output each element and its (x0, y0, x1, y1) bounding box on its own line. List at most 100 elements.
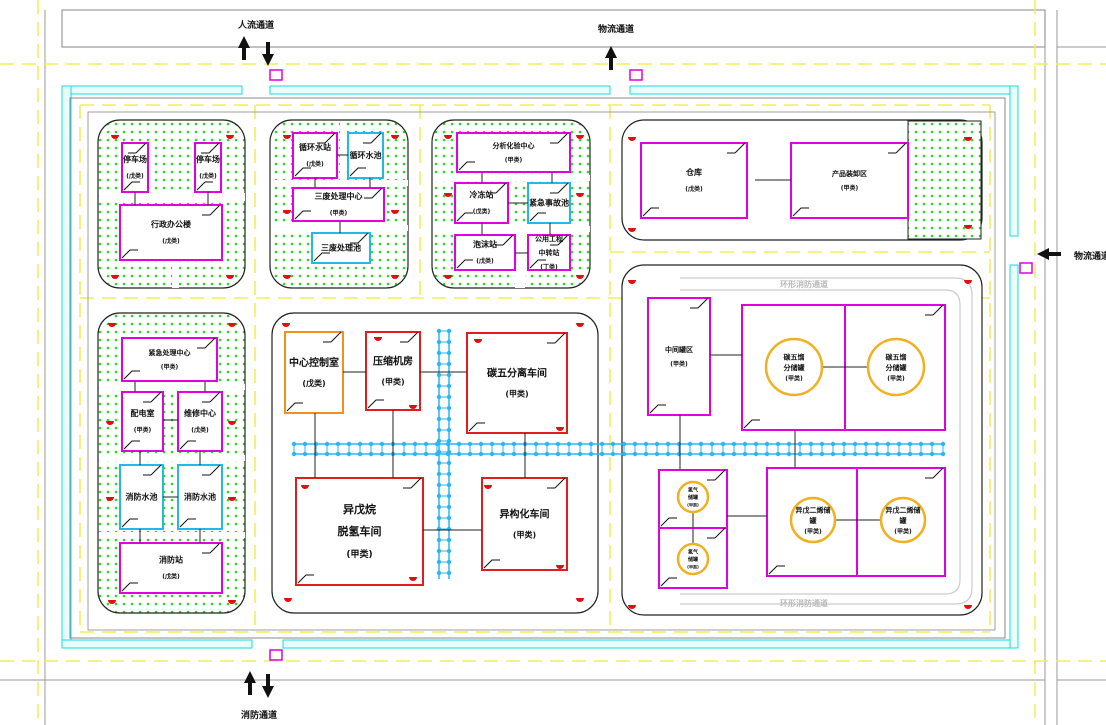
building-name: 中心控制室 (289, 356, 339, 369)
pipe-node (566, 441, 572, 447)
pipe-node (436, 328, 442, 334)
tank-name: 储罐 (688, 556, 698, 563)
hydrant-icon (444, 193, 452, 197)
pipe-node (436, 559, 442, 565)
building-outline (527, 234, 571, 271)
building-class: (甲类) (513, 529, 536, 539)
pipe-node (742, 451, 748, 457)
site-inner-boundary (69, 97, 1006, 639)
pipe-node (436, 515, 442, 521)
building-fire-pool2: 消防水池 (177, 464, 223, 530)
pipe-node (446, 350, 452, 356)
pipe-node (313, 451, 319, 457)
tag-leader (529, 182, 569, 222)
pipe-node (797, 451, 803, 457)
building-name: 仓库 (685, 167, 702, 177)
pipe-node (885, 441, 891, 447)
building-class: (戊类) (473, 208, 491, 216)
site-road-edge (87, 111, 996, 631)
building-name: 中间罐区 (665, 345, 693, 354)
hydrant-icon (628, 228, 636, 232)
gate-post (1019, 262, 1033, 274)
building-power: 配电室(甲类) (121, 391, 164, 452)
tank-class: (甲类) (894, 527, 912, 535)
boundary-fence (1009, 85, 1019, 237)
building-outline (177, 464, 223, 530)
pipe-node (446, 471, 452, 477)
building-outline (119, 542, 223, 594)
pipe-node (940, 451, 946, 457)
pipe-node (446, 416, 452, 422)
tank-name: 储罐 (688, 494, 698, 501)
tag-leader (121, 542, 221, 592)
hydrant-icon (409, 577, 417, 581)
fire-access-label: 消防通道 (241, 709, 277, 721)
pipe-node (544, 451, 550, 457)
pipe-node (436, 394, 442, 400)
building-compressor: 压缩机房(甲类) (365, 331, 421, 411)
pipe-node (654, 451, 660, 457)
hydrant-icon (576, 598, 584, 602)
pipe-node (764, 441, 770, 447)
pipe-node (436, 471, 442, 477)
hydrant-icon (374, 337, 382, 341)
tank-circle (789, 496, 837, 544)
pipe-node (401, 441, 407, 447)
pipe-node (335, 451, 341, 457)
building-control: 中心控制室(戊类) (284, 331, 344, 414)
hydrant-icon (228, 600, 236, 604)
fire-in-arrow (244, 671, 256, 695)
pipe-node (423, 441, 429, 447)
boundary-fence (61, 85, 243, 95)
building-class: (戊类) (685, 185, 703, 193)
tag-leader (456, 234, 514, 269)
building-waste-center: 三废处理中心(甲类) (292, 187, 385, 222)
pipe-node (446, 438, 452, 444)
hydrant-icon (108, 600, 116, 604)
pipe-node (852, 441, 858, 447)
hydrant-icon (228, 323, 236, 327)
pipe-node (808, 451, 814, 457)
pipe-node (808, 441, 814, 447)
inner-road (433, 226, 590, 232)
pipe-node (500, 441, 506, 447)
building-name: 停车场 (196, 154, 220, 164)
pipe-node (665, 451, 671, 457)
pipe-node (907, 451, 913, 457)
pipe-node (436, 504, 442, 510)
pipe-node (436, 405, 442, 411)
pipe-node (775, 451, 781, 457)
tag-leader (456, 182, 507, 222)
pipe-node (544, 441, 550, 447)
pipe-node (896, 441, 902, 447)
building-name: 消防站 (159, 555, 183, 565)
building-name: 维修中心 (184, 408, 216, 418)
building-outline (647, 297, 711, 416)
tanks: 碳五馏分储罐(甲类)碳五馏分储罐(甲类)氢气储罐(甲类)氢气储罐(甲类)异戊二烯… (676, 337, 927, 576)
hydrants (106, 135, 972, 609)
hydrant-icon (283, 275, 291, 279)
pedestrian-access-label: 人流通道 (237, 19, 274, 31)
building-outline (121, 391, 164, 452)
pipe-node (577, 451, 583, 457)
logistics-in-arrow (605, 46, 617, 70)
boundary-fence (1009, 264, 1019, 649)
building-class: (甲类) (161, 363, 179, 371)
pipe-node (896, 451, 902, 457)
boundary-fence (629, 85, 1019, 95)
pipe-node (478, 451, 484, 457)
pipe-node (918, 451, 924, 457)
pipe-node (687, 441, 693, 447)
building-fire-station: 消防站(戊类) (119, 542, 223, 594)
building-name: 中转站 (539, 248, 560, 257)
building-outline (177, 391, 223, 452)
pipe-node (731, 451, 737, 457)
pipe-node (610, 451, 616, 457)
building-outline (311, 232, 371, 264)
tag-leader (468, 332, 566, 432)
tag-leader (660, 527, 726, 587)
